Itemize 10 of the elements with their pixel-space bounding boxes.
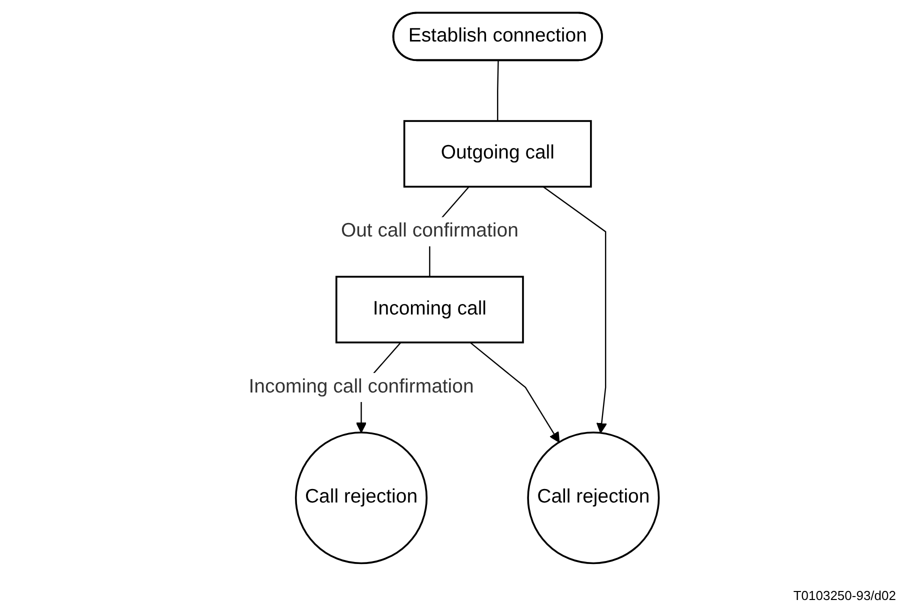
node-circle: Call rejection	[527, 431, 660, 564]
node-box: Incoming call	[336, 275, 524, 343]
arrow	[543, 186, 608, 433]
node-circle: Call rejection	[295, 431, 428, 564]
connector	[497, 60, 500, 121]
figure-reference: T0103250-93/d02	[793, 588, 896, 603]
edge-label: Incoming call confirmation	[248, 376, 474, 397]
edge-label: Out call confirmation	[341, 220, 519, 241]
node-box: Outgoing call	[404, 120, 592, 188]
arrow	[470, 341, 560, 442]
